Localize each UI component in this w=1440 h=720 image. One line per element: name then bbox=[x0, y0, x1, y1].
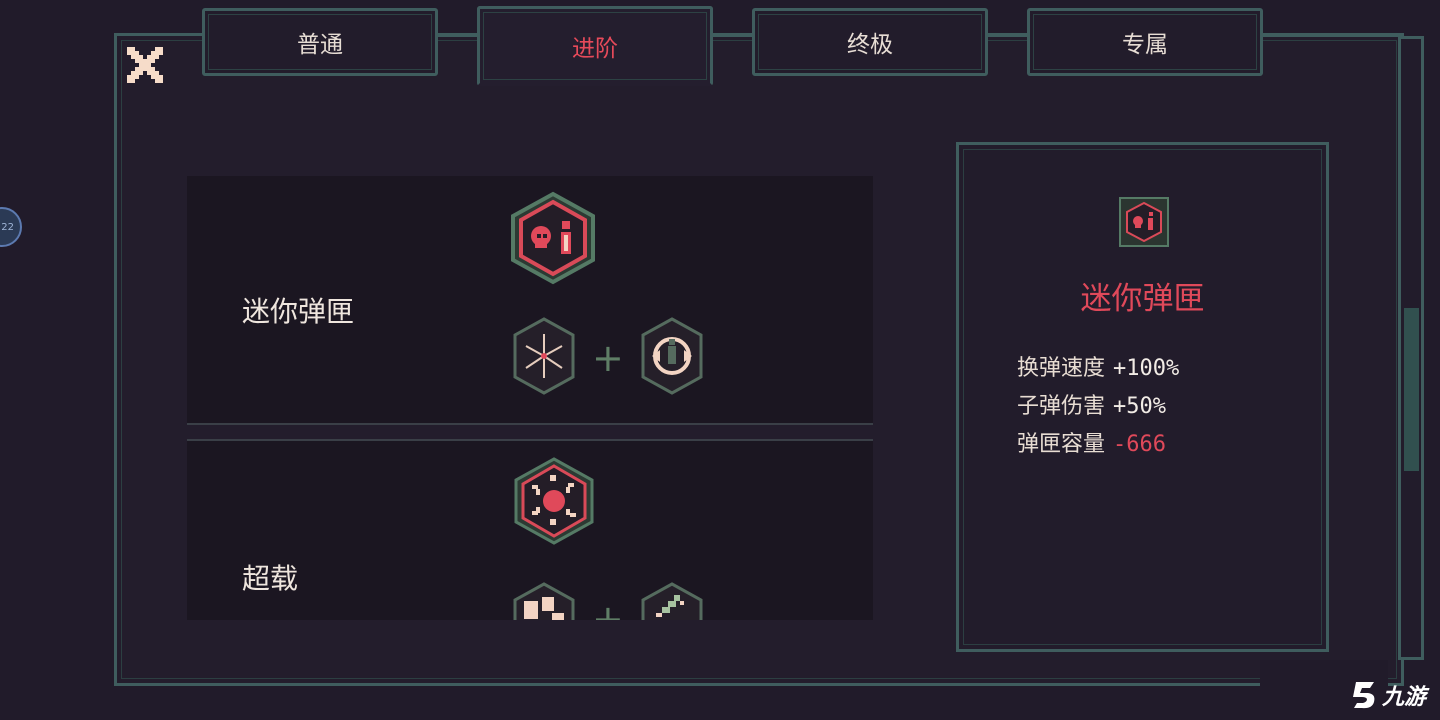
tab-normal[interactable]: 普通 bbox=[202, 8, 438, 76]
upgrade-name: 迷你弹匣 bbox=[242, 295, 355, 328]
floating-bubble-label: 22 bbox=[1, 221, 14, 233]
frame-corner-gap bbox=[1260, 660, 1388, 720]
upgrade-list-item[interactable]: 迷你弹匣 + bbox=[187, 176, 873, 423]
floating-assist-bubble[interactable]: 22 bbox=[0, 207, 22, 247]
tab-connector bbox=[438, 34, 478, 37]
mini-magazine-icon bbox=[511, 191, 595, 285]
stat-value: +50% bbox=[1113, 394, 1166, 419]
stat-label: 换弹速度 bbox=[1017, 356, 1106, 381]
stat-label: 子弹伤害 bbox=[1017, 394, 1106, 419]
feather-icon bbox=[641, 582, 703, 620]
overload-icon bbox=[514, 457, 594, 545]
nine-game-logo-icon bbox=[1353, 682, 1375, 709]
list-divider bbox=[187, 439, 873, 441]
upgrade-list-item[interactable]: 超载 + bbox=[187, 441, 873, 620]
mini-magazine-icon bbox=[1119, 197, 1169, 247]
tab-label: 进阶 bbox=[572, 36, 618, 62]
tab-exclusive[interactable]: 专属 bbox=[1027, 8, 1263, 76]
tab-connector bbox=[1263, 34, 1403, 37]
tab-label: 普通 bbox=[297, 32, 343, 58]
stat-label: 弹匣容量 bbox=[1017, 432, 1106, 457]
scrollbar-thumb[interactable] bbox=[1404, 308, 1419, 471]
tab-advanced[interactable]: 进阶 bbox=[477, 6, 713, 86]
stat-magazine-capacity: 弹匣容量 -666 bbox=[1017, 426, 1166, 458]
stat-reload-speed: 换弹速度 +100% bbox=[1017, 350, 1179, 382]
tab-ultimate[interactable]: 终极 bbox=[752, 8, 988, 76]
list-divider bbox=[187, 423, 873, 425]
watermark: 九游 bbox=[1350, 672, 1440, 718]
scatter-shot-icon bbox=[513, 317, 575, 395]
tab-label: 终极 bbox=[847, 32, 893, 58]
shatter-icon bbox=[513, 582, 575, 620]
plus-sign: + bbox=[592, 336, 624, 380]
stat-value: -666 bbox=[1113, 432, 1166, 457]
stat-bullet-damage: 子弹伤害 +50% bbox=[1017, 388, 1166, 420]
close-icon[interactable] bbox=[127, 47, 163, 83]
reload-cycle-icon bbox=[641, 317, 703, 395]
tab-connector bbox=[988, 34, 1028, 37]
tab-connector bbox=[713, 34, 753, 37]
upgrade-detail-panel: 迷你弹匣 换弹速度 +100% 子弹伤害 +50% 弹匣容量 -666 bbox=[956, 142, 1329, 652]
watermark-text: 九游 bbox=[1382, 685, 1427, 710]
plus-sign: + bbox=[592, 597, 624, 620]
tab-label: 专属 bbox=[1122, 32, 1168, 58]
stat-value: +100% bbox=[1113, 356, 1180, 381]
detail-title: 迷你弹匣 bbox=[1080, 281, 1205, 317]
upgrade-name: 超载 bbox=[242, 562, 299, 595]
